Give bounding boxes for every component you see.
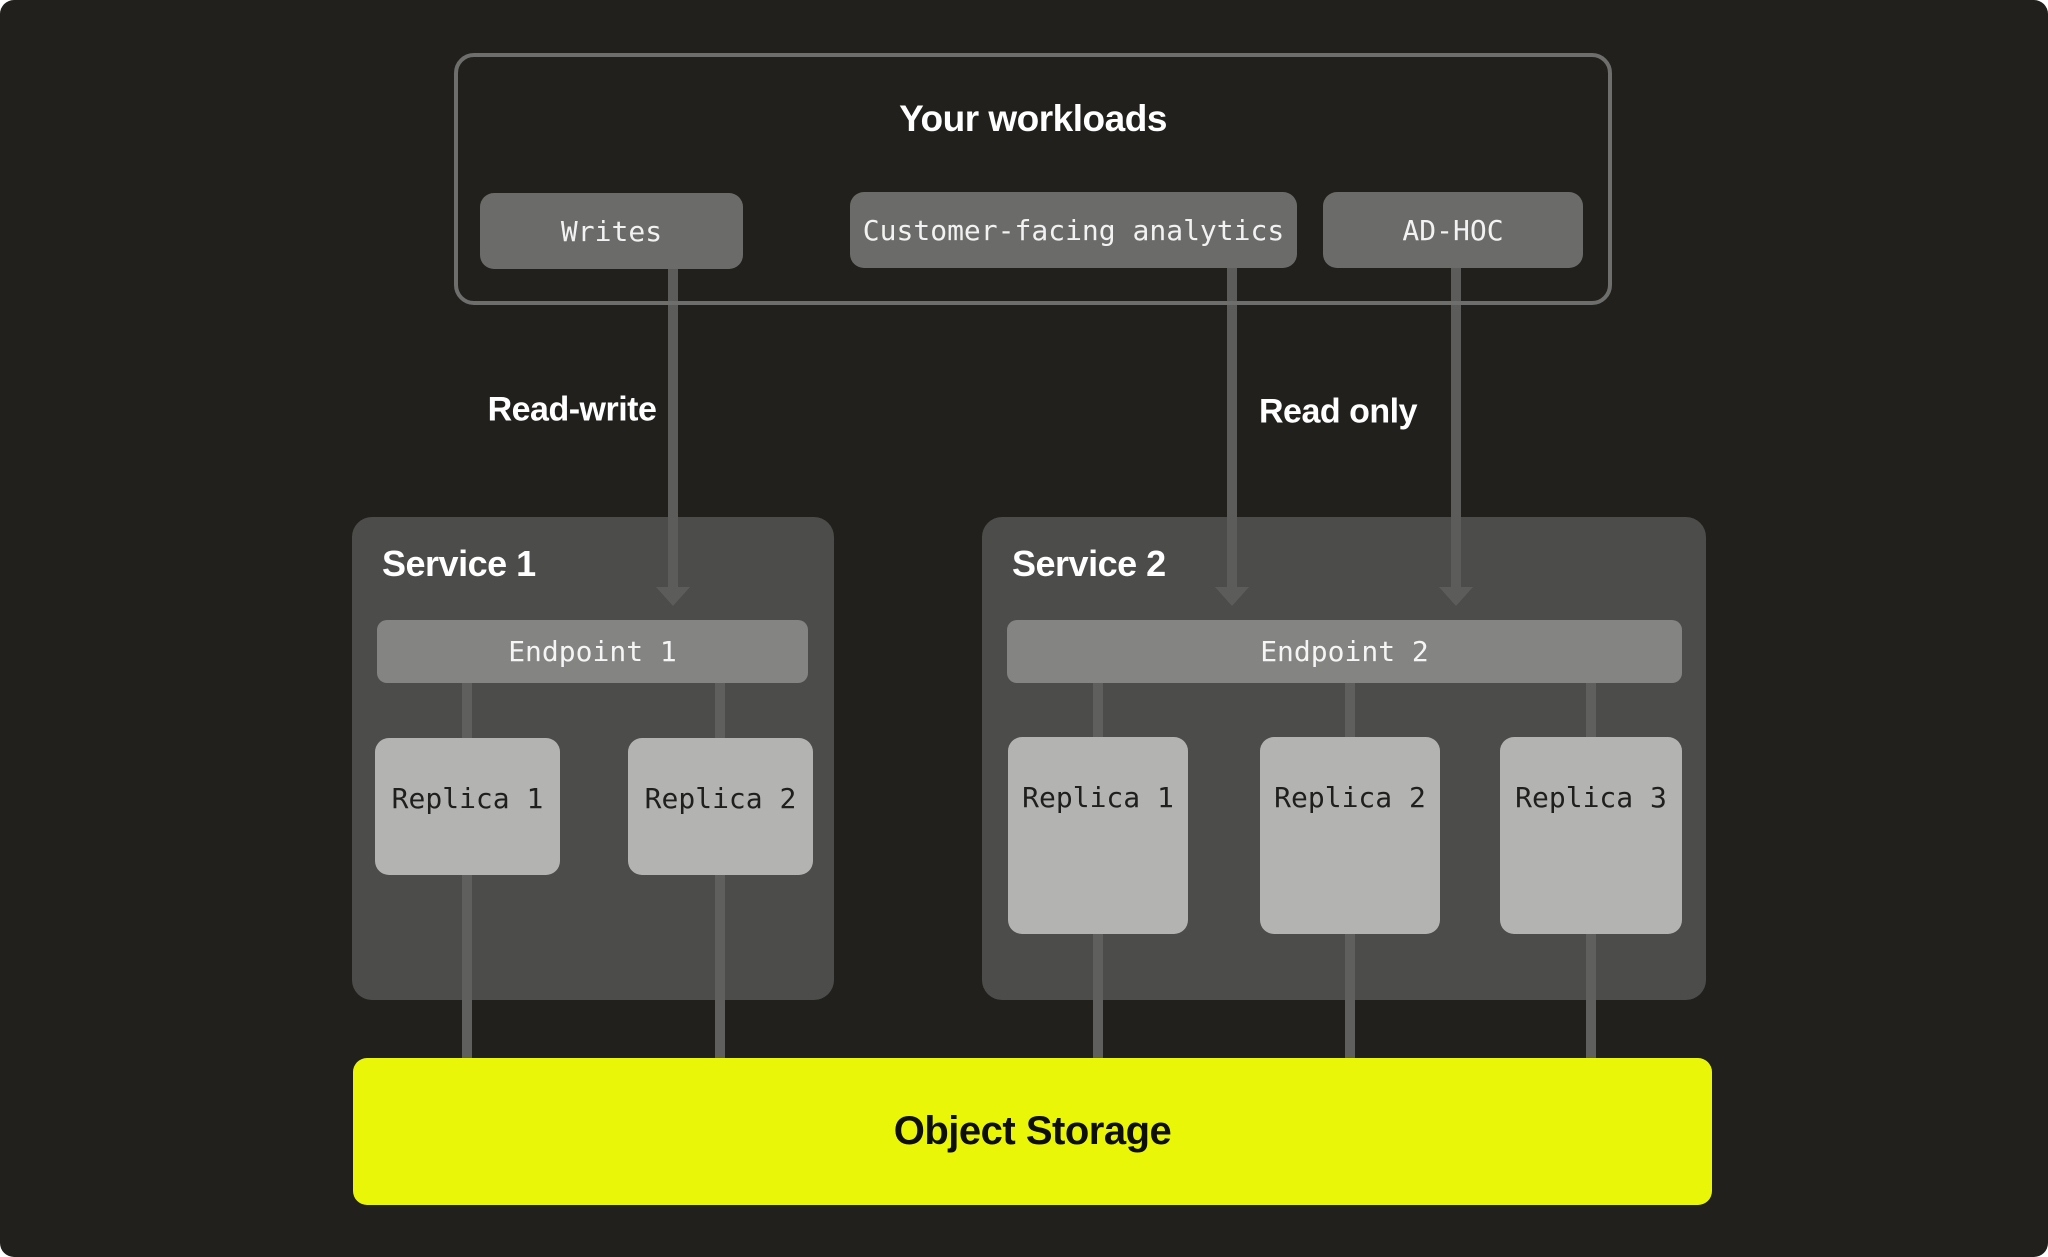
object-storage-label: Object Storage xyxy=(893,1109,1172,1153)
workloads-title: Your workloads xyxy=(899,98,1167,139)
arrow-writes-line xyxy=(668,268,678,588)
workload-node-adhoc-label: AD-HOC xyxy=(1402,213,1504,247)
read-write-label: Read-write xyxy=(487,390,657,429)
service1-replica2-label: Replica 2 xyxy=(644,782,797,815)
service1-endpoint-label: Endpoint 1 xyxy=(508,635,677,668)
arrow-analytics-head-icon xyxy=(1215,587,1249,606)
service2-replica2-label: Replica 2 xyxy=(1274,781,1426,814)
service2-endpoint-label: Endpoint 2 xyxy=(1260,635,1429,668)
service2-replica1-label: Replica 1 xyxy=(1022,781,1174,814)
arrow-writes-head-icon xyxy=(656,587,690,606)
workload-node-adhoc: AD-HOC xyxy=(1323,192,1583,268)
service2-replica3-label: Replica 3 xyxy=(1515,781,1667,814)
service1-endpoint: Endpoint 1 xyxy=(377,620,808,683)
service2-replica2: Replica 2 xyxy=(1260,737,1440,934)
service2-replica1: Replica 1 xyxy=(1008,737,1188,934)
arrow-analytics-line xyxy=(1227,268,1237,588)
service1-title: Service 1 xyxy=(382,543,536,584)
object-storage-bar: Object Storage xyxy=(353,1058,1712,1205)
workload-node-analytics-label: Customer-facing analytics xyxy=(862,213,1285,247)
workload-node-writes-label: Writes xyxy=(560,214,663,248)
service2-replica3: Replica 3 xyxy=(1500,737,1682,934)
service2-endpoint: Endpoint 2 xyxy=(1007,620,1682,683)
workload-node-analytics: Customer-facing analytics xyxy=(850,192,1297,268)
service1-replica1: Replica 1 xyxy=(375,738,560,875)
service2-title: Service 2 xyxy=(1012,543,1166,584)
arrow-adhoc-line xyxy=(1451,268,1461,588)
service1-replica2: Replica 2 xyxy=(628,738,813,875)
read-only-label: Read only xyxy=(1259,392,1417,431)
arrow-adhoc-head-icon xyxy=(1439,587,1473,606)
workload-node-writes: Writes xyxy=(480,193,743,269)
service1-replica1-label: Replica 1 xyxy=(391,782,544,815)
